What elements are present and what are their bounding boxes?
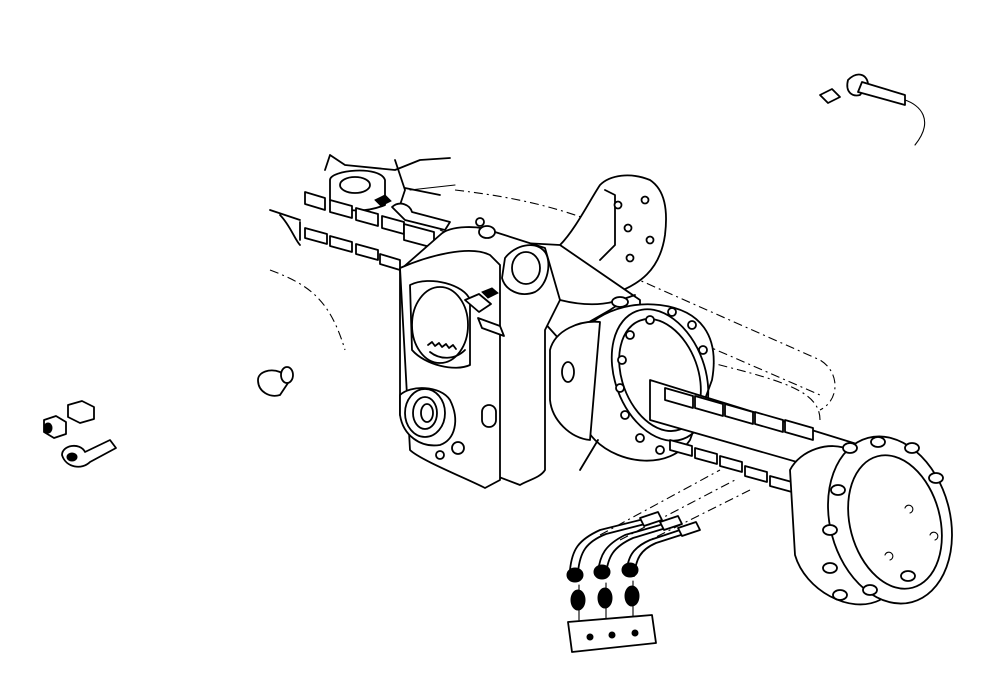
drum-bolts	[615, 307, 708, 455]
hub-studs	[822, 436, 944, 601]
differential-housing	[399, 217, 561, 489]
final-drive-hub	[789, 435, 953, 606]
tube-clamp-plate	[567, 614, 657, 653]
sensor-with-cable	[819, 73, 926, 146]
spline-teeth-upper	[269, 191, 435, 271]
hydraulic-fittings	[566, 562, 640, 621]
cap-screw	[61, 439, 117, 468]
mounting-bracket	[324, 154, 451, 212]
speed-sensor-left	[374, 184, 456, 231]
pivot-pin	[257, 366, 294, 397]
plug-fitting	[43, 400, 95, 439]
